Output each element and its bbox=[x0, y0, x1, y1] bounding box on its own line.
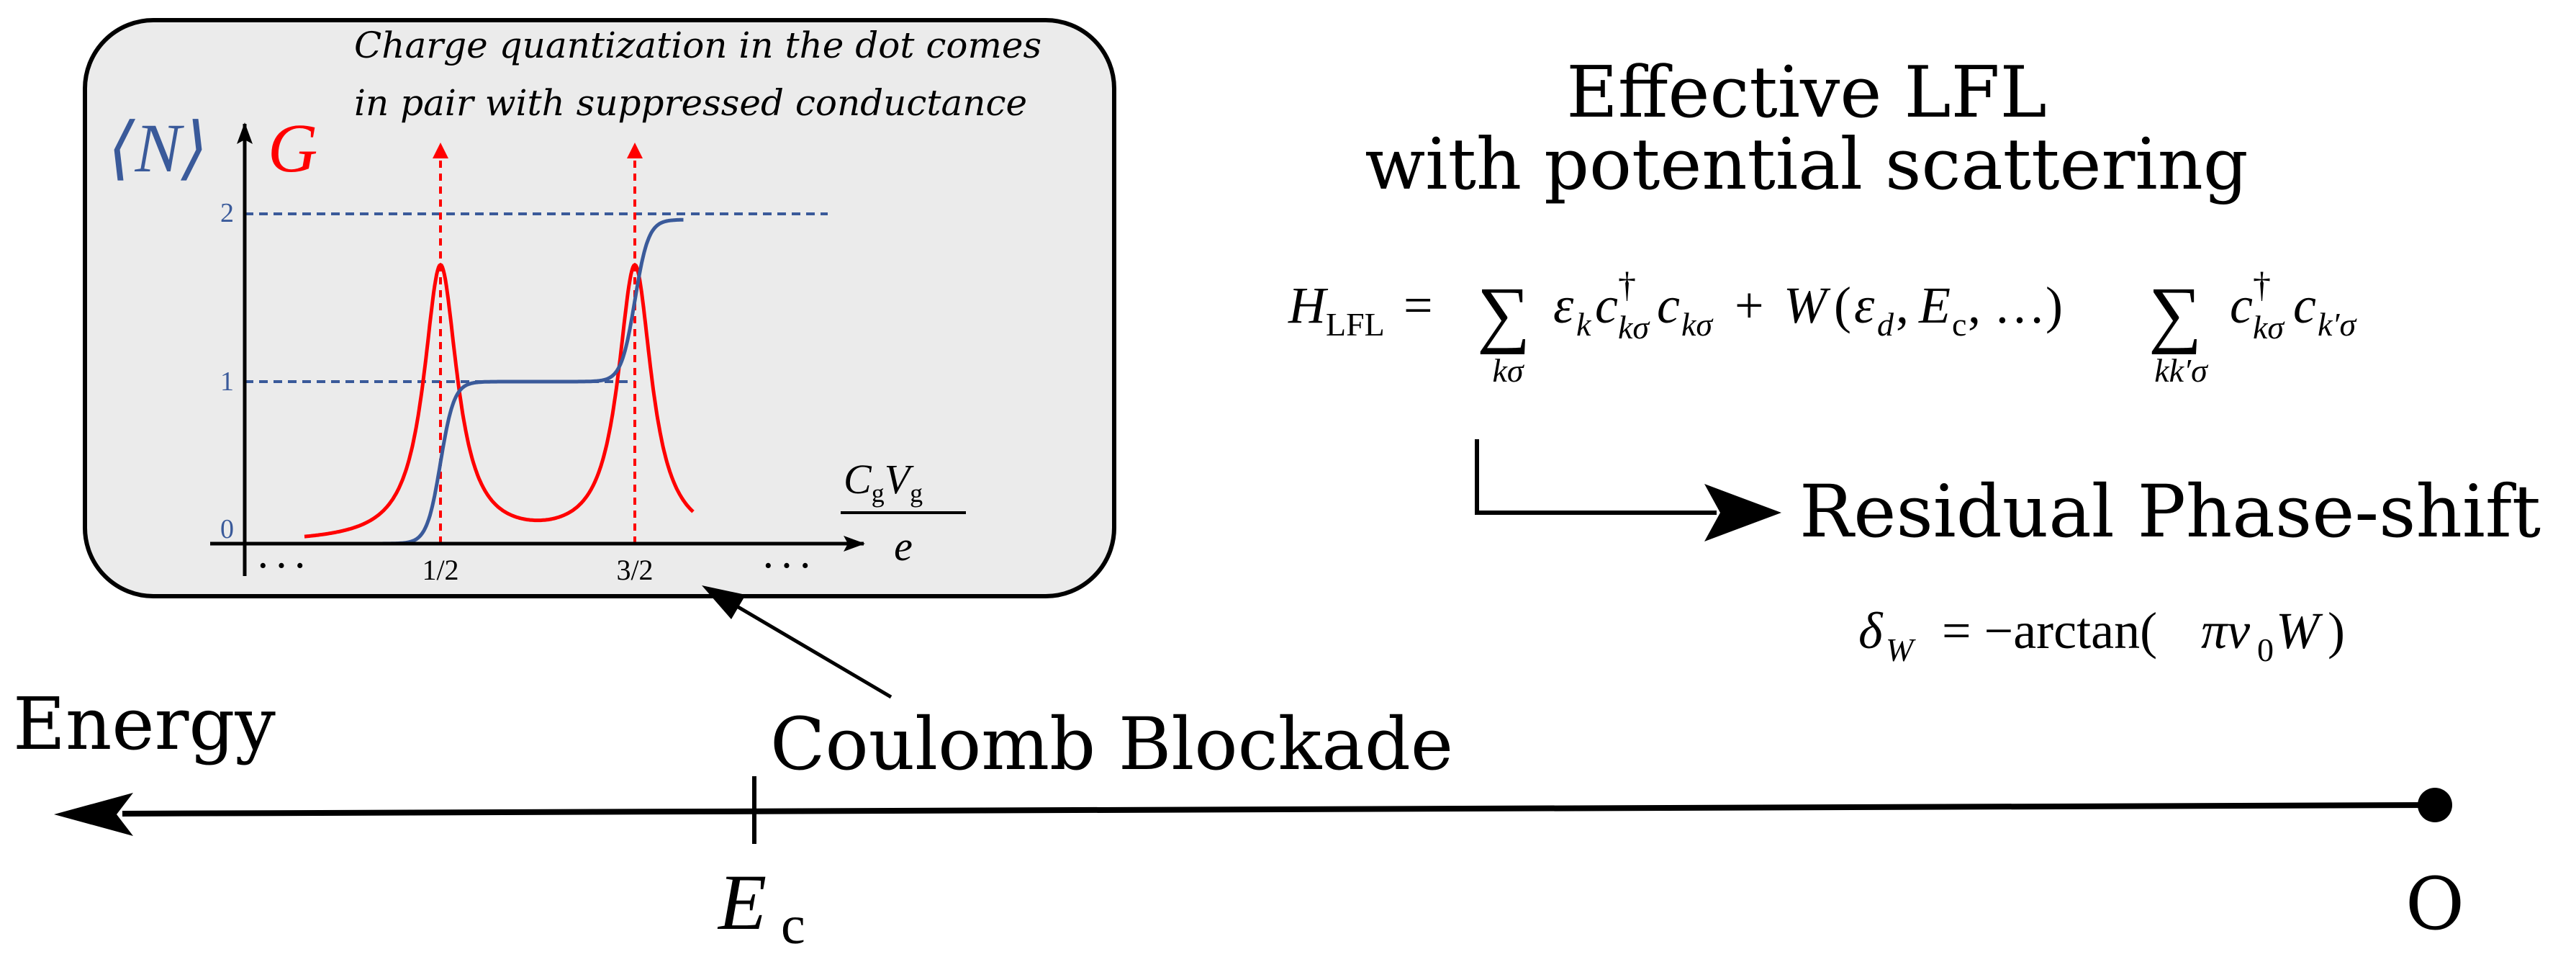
x-tick-half: 1/2 bbox=[422, 554, 458, 586]
x-label-denominator: e bbox=[894, 523, 913, 570]
svg-text:c: c bbox=[1657, 277, 1680, 334]
inset-box bbox=[83, 18, 1116, 598]
svg-text:∑: ∑ bbox=[1477, 272, 1530, 355]
svg-text:†: † bbox=[2253, 264, 2271, 305]
svg-text:W: W bbox=[1784, 277, 1831, 334]
result-title: Residual Phase-shift bbox=[1799, 469, 2541, 554]
ec-label: E bbox=[717, 858, 767, 946]
x-label-numerator: CgVg bbox=[844, 456, 923, 508]
svg-text:d: d bbox=[1877, 306, 1894, 343]
svg-text:c: c bbox=[2230, 277, 2253, 334]
svg-text:= −arctan(: = −arctan( bbox=[1942, 602, 2157, 660]
svg-text:c: c bbox=[1595, 277, 1618, 334]
svg-text:0: 0 bbox=[2257, 631, 2274, 668]
energy-axis bbox=[122, 802, 2433, 817]
svg-text:(: ( bbox=[1834, 277, 1851, 334]
svg-text:W: W bbox=[1886, 631, 1916, 668]
svg-text:∑: ∑ bbox=[2148, 272, 2202, 355]
inset-annotation-line2: in pair with suppressed conductance bbox=[354, 82, 1027, 124]
y-label-N: ⟨N⟩ bbox=[108, 109, 208, 186]
coulomb-pointer-arrow bbox=[718, 594, 892, 699]
coulomb-pointer-arrowhead bbox=[702, 585, 746, 619]
result-arrow bbox=[1475, 439, 1717, 515]
x-ellipsis-right: · · · bbox=[763, 548, 810, 583]
origin-dot bbox=[2418, 788, 2452, 822]
energy-label: Energy bbox=[13, 682, 276, 766]
G-curve bbox=[304, 262, 695, 539]
title-line1: Effective LFL bbox=[1566, 52, 2046, 134]
x-ellipsis-left: · · · bbox=[258, 548, 305, 583]
inset-annotation-line1: Charge quantization in the dot comes bbox=[354, 24, 1041, 66]
svg-text:kσ: kσ bbox=[1681, 306, 1714, 343]
y-label-G: G bbox=[268, 109, 317, 186]
svg-text:k′σ: k′σ bbox=[2318, 306, 2357, 343]
svg-text:=: = bbox=[1404, 277, 1433, 334]
svg-text:δ: δ bbox=[1858, 602, 1884, 660]
y-tick-1: 1 bbox=[220, 367, 234, 397]
svg-text:,: , bbox=[1896, 277, 1909, 334]
svg-text:ε: ε bbox=[1553, 277, 1574, 334]
svg-text:c: c bbox=[2293, 277, 2316, 334]
result-arrow-head bbox=[1704, 484, 1781, 541]
y-tick-2: 2 bbox=[220, 198, 234, 228]
y-tick-0: 0 bbox=[220, 514, 234, 544]
svg-text:H: H bbox=[1288, 277, 1329, 334]
origin-label: O bbox=[2405, 862, 2464, 946]
svg-text:kk′σ: kk′σ bbox=[2154, 352, 2209, 389]
coulomb-label: Coulomb Blockade bbox=[770, 702, 1453, 786]
x-tick-three-half: 3/2 bbox=[616, 554, 653, 586]
svg-text:LFL: LFL bbox=[1326, 306, 1385, 343]
svg-text:ε: ε bbox=[1854, 277, 1875, 334]
svg-text:πν: πν bbox=[2201, 602, 2250, 660]
ec-subscript: c bbox=[781, 895, 805, 956]
phase-shift-formula: δ W = −arctan( πν 0 W ) bbox=[1858, 602, 2345, 668]
title-line2: with potential scattering bbox=[1365, 124, 2248, 206]
hamiltonian-formula: H LFL = ∑ kσ ε k c † kσ c kσ + W ( ε d ,… bbox=[1288, 264, 2357, 389]
svg-text:): ) bbox=[2328, 602, 2345, 660]
svg-text:, …): , …) bbox=[1968, 277, 2063, 334]
svg-text:W: W bbox=[2276, 602, 2323, 660]
svg-text:E: E bbox=[1918, 277, 1951, 334]
svg-text:†: † bbox=[1618, 264, 1636, 305]
energy-axis-arrowhead bbox=[54, 793, 133, 836]
svg-text:kσ: kσ bbox=[1492, 352, 1524, 389]
svg-text:c: c bbox=[1952, 306, 1966, 343]
svg-text:kσ: kσ bbox=[2253, 309, 2285, 346]
svg-text:+: + bbox=[1735, 277, 1764, 334]
svg-text:k: k bbox=[1576, 306, 1592, 343]
svg-text:kσ: kσ bbox=[1618, 309, 1650, 346]
